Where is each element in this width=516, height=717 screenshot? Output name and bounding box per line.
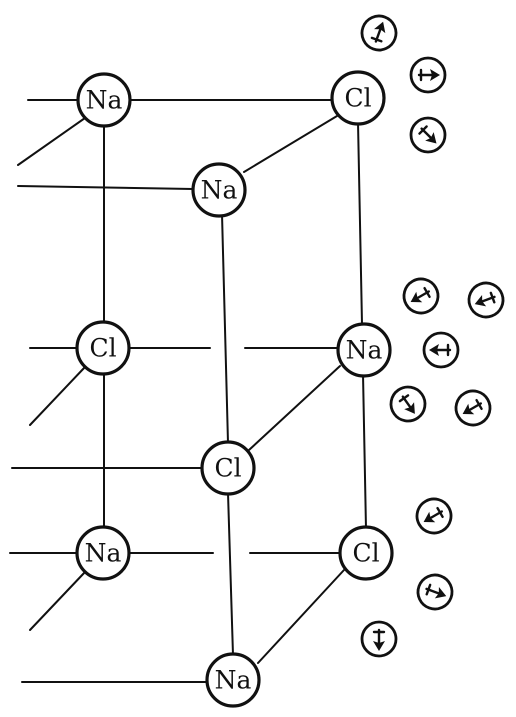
polar-molecule-icon	[360, 14, 398, 52]
bond-line	[362, 373, 367, 530]
atom-cl-4: Cl	[338, 525, 394, 581]
bond-line	[243, 115, 338, 173]
bond-line	[29, 571, 86, 631]
atom-circle	[75, 320, 131, 376]
atom-label: Cl	[344, 84, 371, 113]
bond-lines	[9, 99, 367, 683]
atom-cl-2: Cl	[75, 320, 131, 376]
atom-na-5: Na	[205, 652, 261, 708]
polar-molecule-icon	[409, 116, 447, 154]
atom-circle	[200, 440, 256, 496]
polar-molecule-icon	[389, 385, 427, 423]
atom-na-3: Na	[336, 322, 392, 378]
atom-label: Na	[215, 666, 252, 695]
bond-line	[17, 185, 194, 190]
atom-circle	[336, 322, 392, 378]
atom-circle	[76, 72, 132, 128]
bond-line	[227, 492, 234, 656]
atom-circle	[205, 652, 261, 708]
bond-line	[17, 117, 86, 166]
atom-na-1: Na	[76, 72, 132, 128]
atom-cl-3: Cl	[200, 440, 256, 496]
atom-label: Na	[201, 176, 238, 205]
atom-circle	[191, 162, 247, 218]
atom-label: Na	[346, 336, 383, 365]
solvent-molecules	[360, 14, 505, 658]
polar-molecule-icon	[415, 497, 453, 535]
polar-molecule-icon	[422, 331, 460, 369]
bond-line	[248, 365, 341, 451]
atom-circle	[75, 525, 131, 581]
atom-cl-1: Cl	[330, 70, 386, 126]
bond-line	[29, 366, 86, 426]
atom-na-2: Na	[191, 162, 247, 218]
polar-molecule-icon	[409, 56, 447, 94]
polar-molecule-icon	[467, 281, 505, 319]
polar-molecule-icon	[360, 620, 398, 658]
atom-label: Cl	[214, 454, 241, 483]
atom-circle	[338, 525, 394, 581]
polar-molecule-icon	[454, 389, 492, 427]
polar-molecule-icon	[402, 277, 440, 315]
atom-label: Na	[85, 539, 122, 568]
atom-circle	[330, 70, 386, 126]
atom-label: Cl	[352, 539, 379, 568]
bond-line	[221, 213, 229, 444]
atom-na-4: Na	[75, 525, 131, 581]
polar-molecule-icon	[416, 573, 454, 611]
atom-label: Cl	[89, 334, 116, 363]
atom-label: Na	[86, 86, 123, 115]
bond-line	[257, 569, 345, 664]
ion-atoms: Na Cl Na Cl Na Cl Na Cl	[75, 70, 394, 708]
bond-line	[357, 121, 363, 325]
